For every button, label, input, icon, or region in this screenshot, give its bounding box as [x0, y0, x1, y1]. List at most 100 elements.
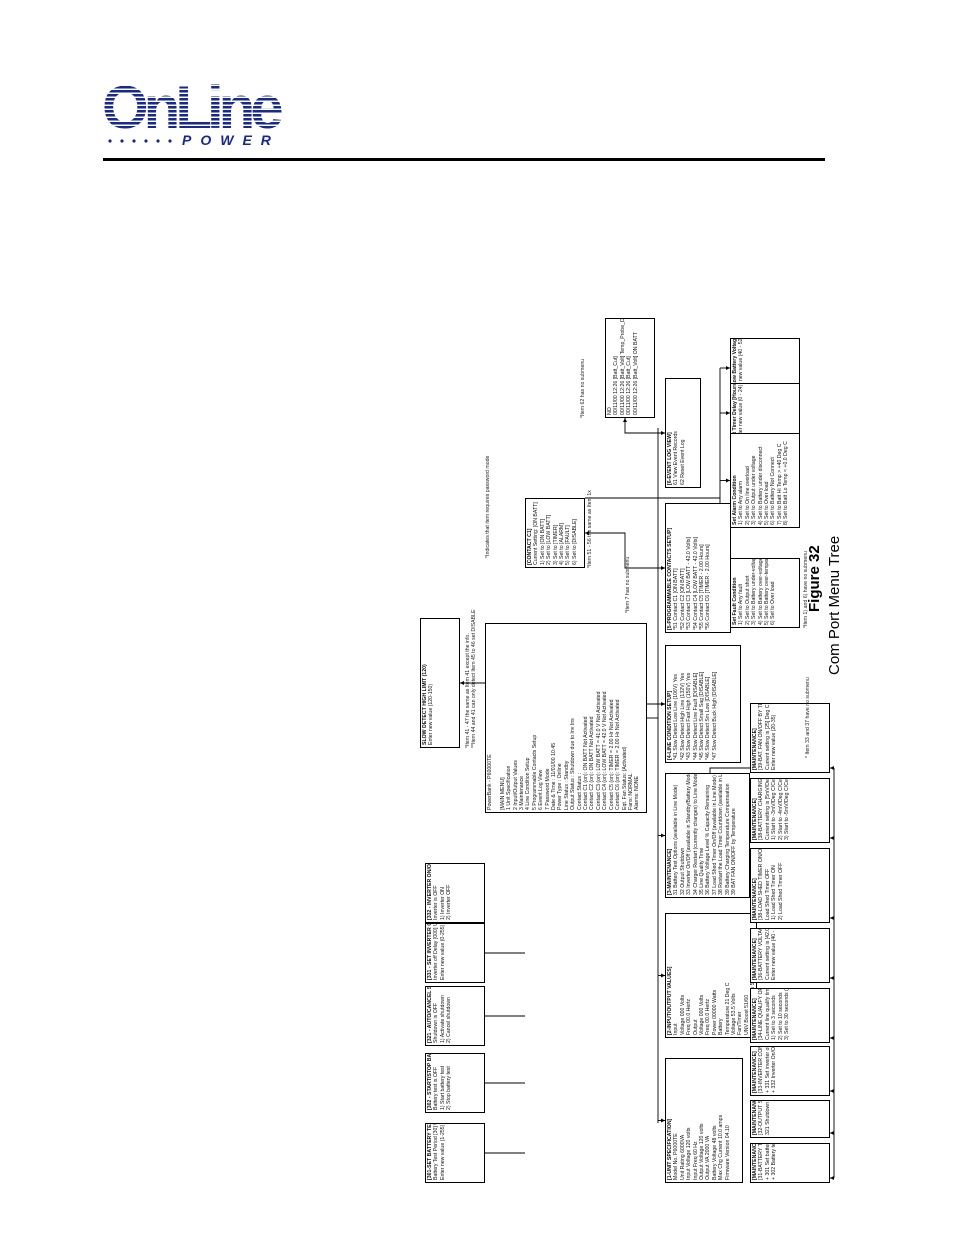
maintenance-option-box: [MAINTENANCE][38-BATTERY CHARGING TEMPER… [750, 778, 830, 843]
box-line: Enter new value (0-255) [439, 924, 446, 980]
connector-arrow [830, 976, 834, 980]
box-line: + 332 Inverter On/Off [OFF] [771, 1046, 778, 1093]
slow-detect-box: SLOW DETECT HIGH LIMIT (120)Enter new va… [420, 618, 460, 748]
main-menu-note: *Item 7 has no submenu [625, 556, 631, 613]
connector-arrow [460, 681, 464, 685]
header-rule [103, 158, 825, 161]
maintenance-sub-box: [301-SET BATTERY TEST PERIOD]Battery Tes… [425, 1123, 485, 1183]
connector-line [624, 418, 665, 434]
box-line: Battery Test Period [30] Unit = minutes [433, 1123, 440, 1180]
box-line: Current Setting: [ON BATT] [533, 502, 540, 565]
box-line: [33-INVERTER CONTROL OPTIONS] [758, 1046, 765, 1093]
connector-arrow [830, 916, 834, 920]
box-line: 3) Set to Battery under-voltage [751, 558, 758, 625]
box-line: Alarms: NONE [634, 775, 641, 810]
maintenance-option-box: [MAINTENANCE][32-OUTPUT SHUTDOWN OPTIONS… [750, 1100, 830, 1138]
level1-menu-box: [4-LINE CONDITION SETUP]*41 Slow Detect … [665, 645, 741, 763]
maintenance-option-box: [MAINTENANCE][39-BAT. FAN ON/OFF BY TEMP… [750, 703, 830, 773]
box-line: *56 Contact C6 [TIMER - 2.00 Hours] [705, 544, 712, 630]
box-line: 6) Set to [DISABLE] [571, 519, 578, 565]
box-line: [38-BATTERY CHARGING TEMPERATURE COMPENS… [758, 778, 764, 840]
slow-detect-note: *Item 41 - 47 the same as Item 41 except… [465, 609, 478, 748]
menu-tree-canvas: PowerBank - P60000TE[MAIN MENU]1 Unit Sp… [325, 188, 845, 1188]
box-line: [36-BATTERY VOLTAGE LEVEL % CAPACITY REM… [758, 928, 764, 980]
maintenance-sub-box: [321 - AUTO/CANCEL SHUTDOWN]Shutdown is … [425, 986, 485, 1046]
connector-arrow [830, 836, 834, 840]
online-power-logo: OnLine POWER [102, 78, 287, 148]
connector-arrow [661, 973, 665, 978]
box-line: + 302 Battery test On/Off [OFF] [771, 1143, 778, 1180]
connector-arrow [830, 1131, 834, 1135]
box-line: 31 Battery Test Options (available in Li… [673, 784, 680, 895]
box-line: 2) Cancel shutdown [446, 997, 453, 1043]
maintenance-sub-box: [302 - START/STOP BATTERY TEST]Battery t… [425, 1053, 485, 1113]
box-line: [39-BAT. FAN ON/OFF BY TEMPERATURE] [758, 703, 765, 770]
box-line: 1) Start to -3mV/Deg C/Cell [771, 778, 778, 840]
level1-menu-box: [3-MAINTENANCE]31 Battery Test Options (… [665, 773, 750, 898]
box-line: Enter new value (120-150) [428, 683, 435, 745]
box-line: [31-BATTERY TEST OPTIONS] [758, 1143, 765, 1180]
connector-arrow [726, 411, 730, 415]
box-line: Enter new value (40 - 55) [771, 928, 778, 980]
figure-title: Figure 32 [806, 545, 823, 612]
level1-menu-box: [5-PROGRAMMABLE CONTACTS SETUP]*51 Conta… [665, 503, 731, 633]
contact-option-box: [CONTACT C1]Current Setting: [ON BATT]1)… [525, 498, 585, 568]
maintenance-note: * Item 33 and 37 have no submenu [805, 677, 811, 758]
connector-arrow [830, 1176, 834, 1180]
box-line: 39 BAT FAN ON/OFF by Temperature [731, 808, 738, 895]
box-line: 6) Set to Over load [770, 581, 777, 625]
box-line: Enter new value (0 - 24) [738, 384, 745, 440]
box-line: *47 Slow Detect Buck High [DISABLE] [711, 671, 718, 760]
maintenance-option-box: [MAINTENANCE][36-BATTERY VOLTAGE LEVEL %… [750, 928, 830, 983]
connector-arrow [661, 833, 665, 838]
event-log-note: *Item 62 has no submenu [580, 358, 586, 418]
box-line: 3) Set to 30 seconds (default) [784, 988, 791, 1040]
connector-arrow [623, 418, 627, 422]
box-line: 1) Set to 3 seconds [771, 995, 778, 1040]
box-line: Enter new value (20-35) [771, 714, 778, 770]
box-line: 38 Restart the Load Timer Countdown (ava… [718, 773, 725, 895]
connector-arrow [726, 478, 730, 483]
connector-line [585, 532, 665, 569]
box-line: 3) Start to -5mV/Deg C/Cell [784, 778, 791, 840]
box-line: [32-OUTPUT SHUTDOWN OPTIONS] [758, 1100, 764, 1135]
connector-arrow [726, 366, 730, 370]
maintenance-option-box: [MAINTENANCE][33-INVERTER CONTROL OPTION… [750, 1046, 830, 1096]
box-line: Firmware Version 04.10 [724, 1125, 731, 1180]
box-line: 2) Inverter OFF [446, 884, 453, 920]
password-note: *Indicates that item requires password m… [485, 455, 491, 558]
box-line: Enter new value (1-255) [439, 1124, 446, 1180]
logo-wordmark: OnLine [102, 78, 282, 141]
box-line: 33 Inverter On/Off (available in Standby… [686, 773, 693, 895]
box-line: 8) Set to Batt Lo Temp < +0.0 Deg C [783, 441, 790, 525]
box-line: 00/11/00 12:26 [Batt_Volt] ON BATT [632, 332, 639, 415]
box-line: 2) Load Shed Timer OFF [777, 862, 784, 920]
box-line: 321 Shutdown On/Off [OFF] [764, 1100, 771, 1135]
box-line: 2) Stop battery test [446, 1066, 453, 1110]
contact-option-note: *Item 51 - 56 the same as Item 1x [587, 490, 593, 568]
box-line: [34-LINE QUALIFY OPTIONS] [758, 988, 765, 1040]
figure-subtitle: Com Port Menu Tree [826, 535, 843, 675]
box-line: 36 Battery Voltage Level % Capacity Rema… [705, 784, 712, 895]
connector-arrow [661, 1118, 665, 1123]
connector-arrow [585, 531, 589, 535]
maintenance-option-box: [MAINTENANCE][38-LOAD SHED TIMER ON/OFF]… [750, 848, 830, 923]
maintenance-sub-box: [331 - SET INVERTER OFF DELAY]Inverter o… [425, 923, 485, 983]
maintenance-option-box: [MAINTENANCE][31-BATTERY TEST OPTIONS]+ … [750, 1143, 830, 1183]
box-line: 62 Reset Event Log [679, 439, 686, 485]
connector-arrow [830, 1036, 834, 1040]
box-line: Inverter off Delay [000] Unit = 2.5 seco… [433, 923, 440, 980]
maintenance-option-box: [MAINTENANCE][34-LINE QUALIFY OPTIONS]Cu… [750, 988, 830, 1043]
main-menu-box: PowerBank - P60000TE[MAIN MENU]1 Unit Sp… [485, 623, 647, 813]
logo-subtext: POWER [182, 132, 280, 148]
connector-arrow [830, 1089, 834, 1093]
menu-tree-diagram: PowerBank - P60000TE[MAIN MENU]1 Unit Sp… [325, 188, 845, 1188]
box-line: [38-LOAD SHED TIMER ON/OFF] [758, 848, 765, 920]
